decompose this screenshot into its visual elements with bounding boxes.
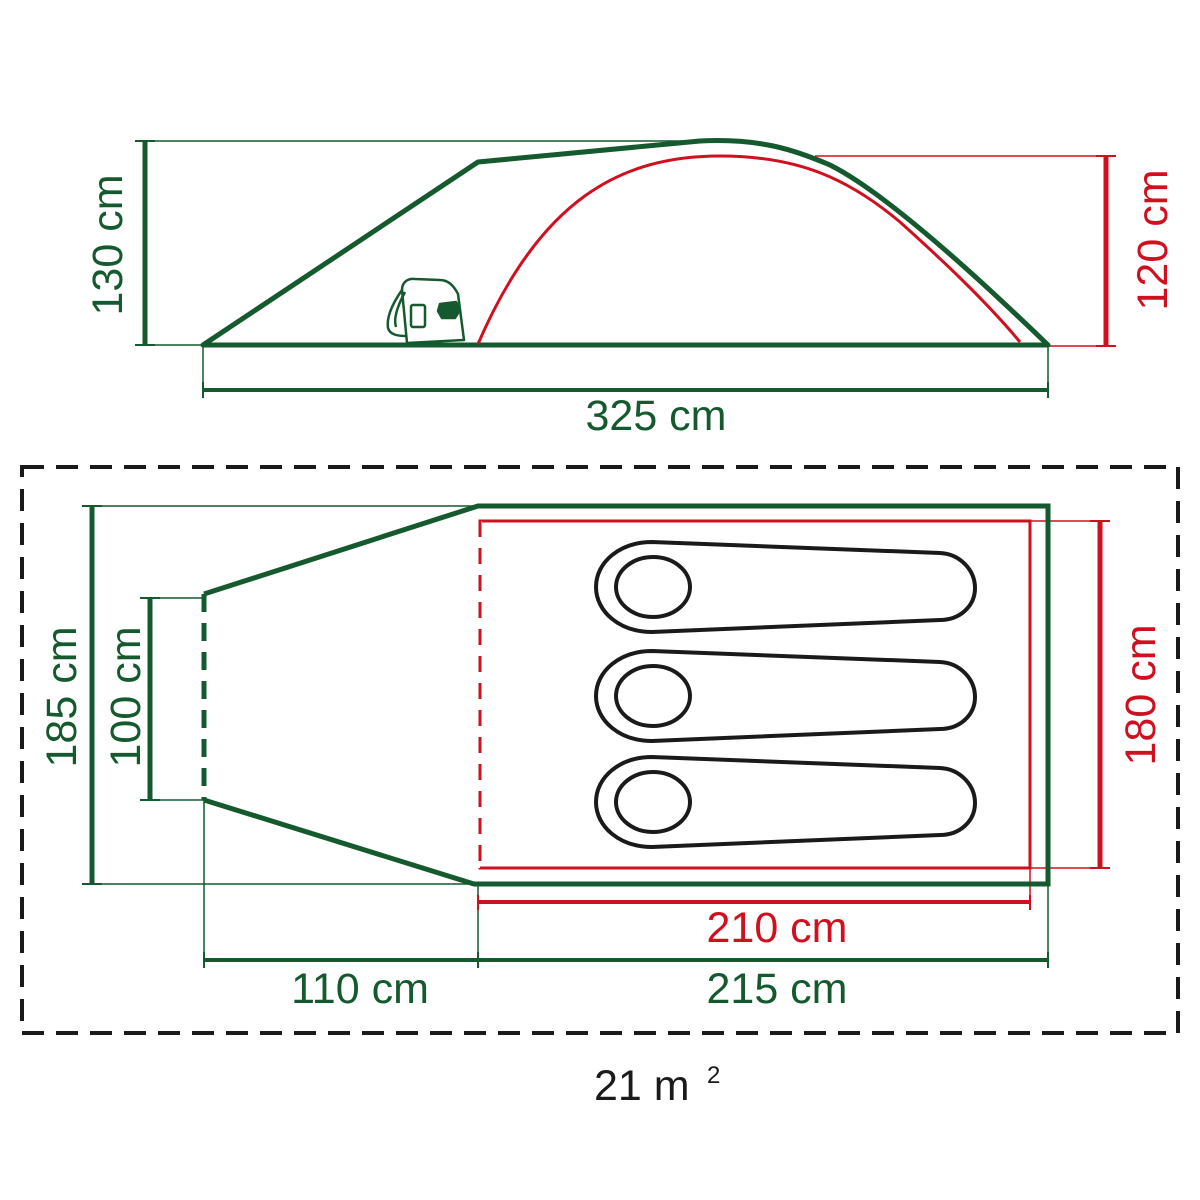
outer-tent-profile <box>200 138 1051 348</box>
area-superscript: 2 <box>707 1062 720 1089</box>
outer-height-label: 130 cm <box>84 174 132 315</box>
floor-plan: 185 cm 100 cm 180 cm 210 cm 110 cm 215 c… <box>20 465 1180 1035</box>
footprint-area: 21 m 2 <box>594 1062 720 1110</box>
area-value: 21 m <box>594 1062 690 1110</box>
footprint-boundary <box>20 465 1180 1035</box>
inner-tent-profile <box>476 154 1022 345</box>
entrance-width-label: 100 cm <box>102 626 150 767</box>
outer-tent-floor <box>203 503 1051 887</box>
total-length-label: 325 cm <box>585 392 726 440</box>
inner-length-label: 210 cm <box>706 904 847 952</box>
vestibule-length-label: 110 cm <box>291 965 429 1013</box>
sleeping-bag-icon <box>593 648 978 744</box>
inner-height-label: 120 cm <box>1129 169 1177 310</box>
side-view: 130 cm 120 cm 325 cm <box>84 138 1177 440</box>
sleeping-bag-icon <box>593 754 978 850</box>
sleeping-bag-icon <box>593 539 978 635</box>
backpack-icon <box>386 277 466 345</box>
outer-width-label: 185 cm <box>38 626 86 767</box>
sleeping-area-length-label: 215 cm <box>706 965 847 1013</box>
inner-width-label: 180 cm <box>1117 624 1165 765</box>
inner-tent-floor <box>478 519 1032 870</box>
